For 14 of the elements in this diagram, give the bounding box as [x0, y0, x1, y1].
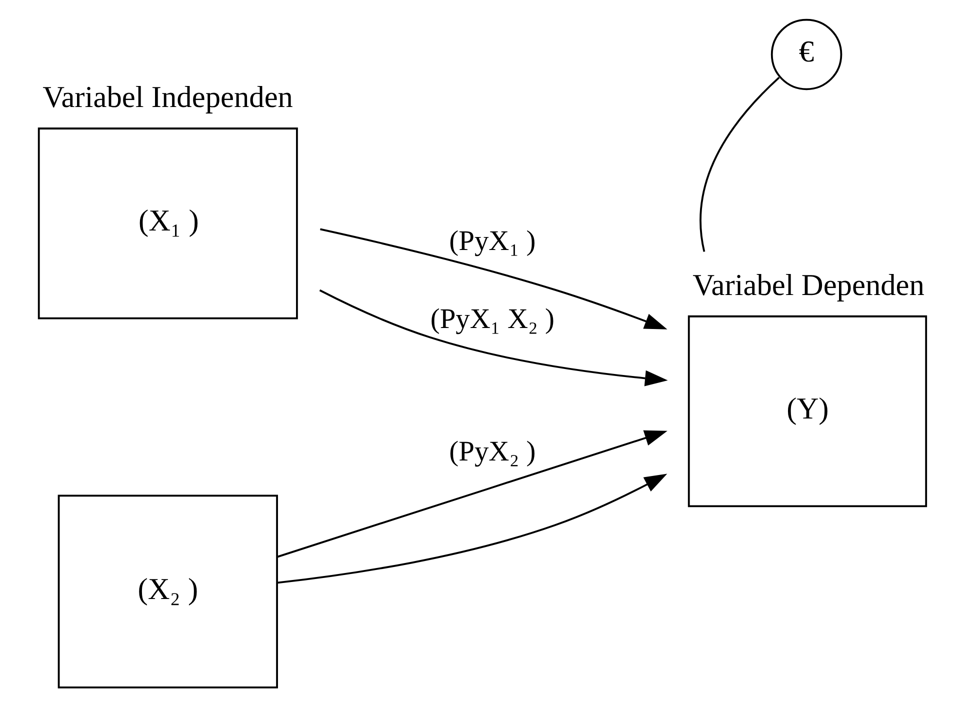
edge-label: (PyX₂ ) — [449, 436, 536, 468]
edge-label: (PyX₁ ) — [449, 225, 536, 256]
edge-label: (PyX₁ X₂ ) — [430, 303, 555, 334]
arrow — [319, 288, 668, 386]
node-box: (X₂ ) — [58, 494, 278, 688]
node-circle: € — [770, 18, 842, 90]
node-label: Variabel Dependen — [692, 268, 924, 302]
arrow — [277, 430, 668, 558]
node-box: (Y) — [688, 314, 928, 507]
connector — [700, 76, 780, 252]
node-label: Variabel Independen — [42, 80, 294, 114]
arrow — [278, 473, 668, 584]
node-box: (X₁ ) — [38, 127, 298, 319]
arrow — [320, 228, 668, 329]
